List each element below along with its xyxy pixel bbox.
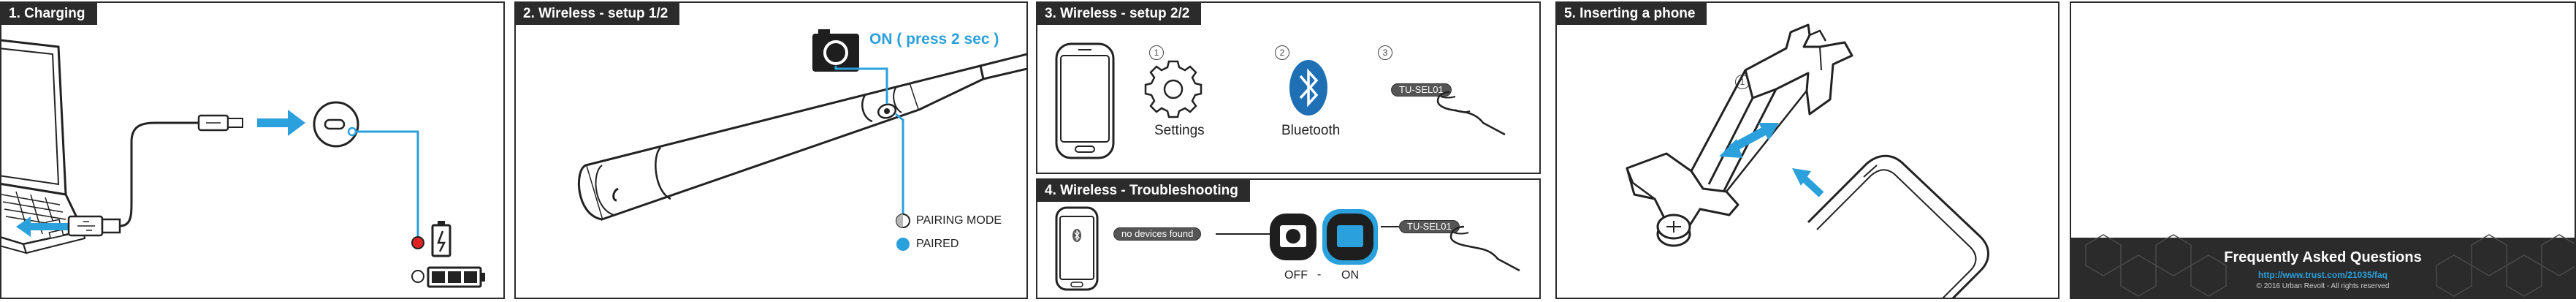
no-devices-found-pill: no devices found bbox=[1113, 227, 1202, 241]
step-number: 3 bbox=[1378, 45, 1392, 60]
copyright-text: © 2016 Urban Revolt - All rights reserve… bbox=[2256, 282, 2390, 290]
on-label: ON bbox=[1341, 269, 1359, 282]
step-label-bluetooth: Bluetooth bbox=[1281, 123, 1341, 138]
double-arrow-icon bbox=[1719, 123, 1824, 197]
legend-paired: PAIRED bbox=[916, 238, 959, 250]
device-name-pill: TU-SEL01 bbox=[1391, 83, 1452, 97]
panel-setup-1: 2. Wireless - setup 1/2 ON ( press 2 sec… bbox=[514, 1, 1028, 299]
separator-label: - bbox=[1317, 268, 1322, 281]
panel-setup-2: 3. Wireless - setup 2/2 1 Settings 2 Blu… bbox=[1036, 1, 1541, 174]
panel-charging: 1. Charging bbox=[0, 1, 505, 299]
panel-faq: Frequently Asked Questions http://www.tr… bbox=[2070, 1, 2576, 299]
legend-pairing-mode: PAIRING MODE bbox=[916, 214, 1002, 227]
camera-button-off-icon bbox=[1270, 214, 1316, 260]
phone-icon bbox=[1807, 154, 1989, 298]
device-name-pill: TU-SEL01 bbox=[1399, 220, 1460, 233]
panel-title: 4. Wireless - Troubleshooting bbox=[1037, 180, 1250, 202]
finger-tap-icon bbox=[1381, 225, 1520, 272]
faq-title: Frequently Asked Questions bbox=[2224, 249, 2422, 265]
battery-icon bbox=[427, 221, 485, 288]
camera-button-on-icon bbox=[1322, 209, 1378, 265]
panel-title: 1. Charging bbox=[1, 3, 97, 25]
step-label-settings: Settings bbox=[1154, 123, 1205, 138]
panel-title: 3. Wireless - setup 2/2 bbox=[1037, 3, 1202, 25]
bluetooth-icon bbox=[1289, 60, 1327, 116]
faq-link[interactable]: http://www.trust.com/21035/faq bbox=[2258, 270, 2388, 280]
panel-title: 2. Wireless - setup 1/2 bbox=[516, 3, 680, 25]
phone-icon bbox=[1055, 42, 1115, 159]
gear-icon bbox=[1144, 60, 1203, 118]
panel-inserting: 5. Inserting a phone 1 bbox=[1555, 1, 2059, 299]
off-label: OFF bbox=[1284, 269, 1308, 282]
step-number: 2 bbox=[1275, 45, 1289, 60]
panel-title: 5. Inserting a phone bbox=[1557, 3, 1707, 25]
phone-holder-icon bbox=[1626, 23, 1853, 247]
hexagon-pattern bbox=[2085, 234, 2575, 297]
finger-tap-icon bbox=[1436, 91, 1506, 136]
usb-cable-icon bbox=[16, 110, 305, 237]
step-number: 1 bbox=[1149, 45, 1164, 60]
camera-button-icon bbox=[812, 29, 859, 72]
panel-troubleshooting: 4. Wireless - Troubleshooting no devices… bbox=[1036, 178, 1541, 299]
charge-port-icon bbox=[313, 101, 424, 283]
faq-footer: Frequently Asked Questions http://www.tr… bbox=[2071, 234, 2575, 298]
on-label: ON ( press 2 sec ) bbox=[869, 31, 999, 48]
pill-connector bbox=[1216, 233, 1270, 235]
phone-icon bbox=[1055, 206, 1099, 291]
selfie-stick-icon bbox=[577, 53, 1026, 251]
